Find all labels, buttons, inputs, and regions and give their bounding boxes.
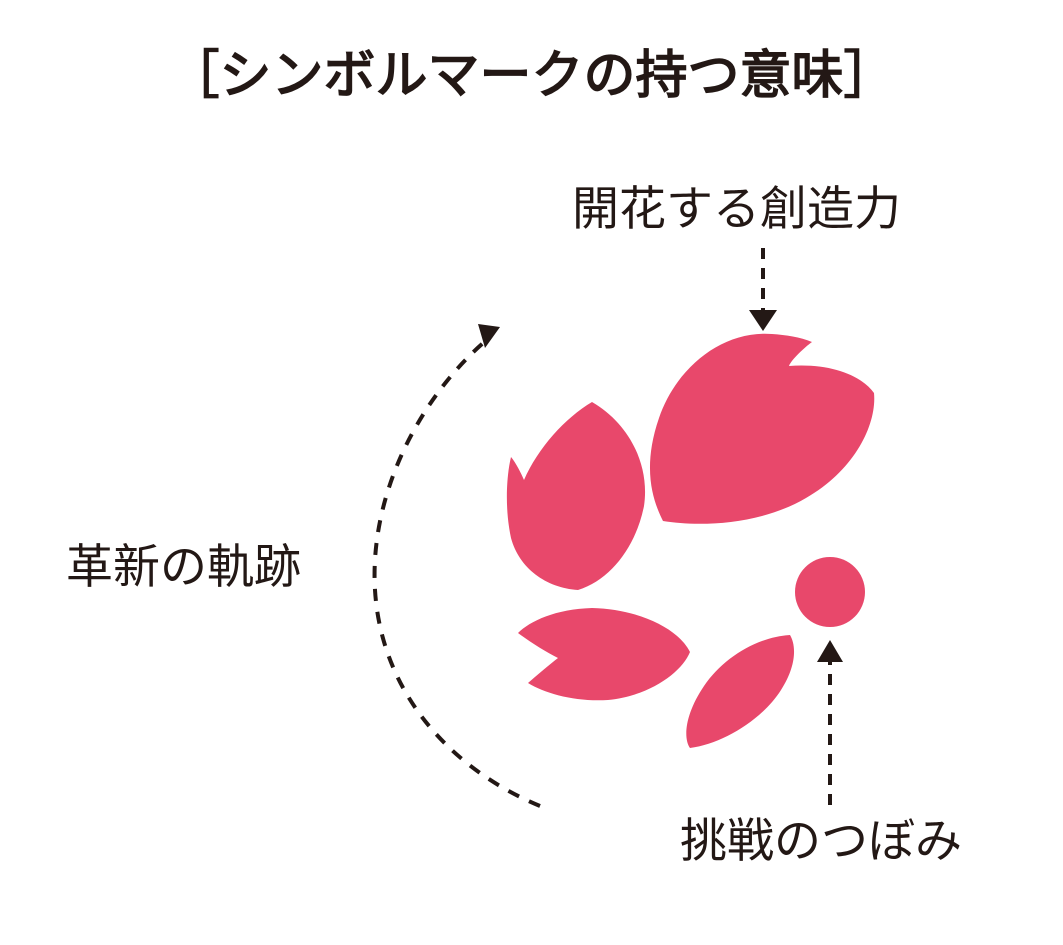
- cherry-blossom-symbol-mark: [506, 333, 875, 748]
- annotation-arrows: [372, 248, 843, 808]
- annotation-label-bloom: 開花する創造力: [572, 182, 901, 235]
- annotation-label-bud: 挑戦のつぼみ: [680, 814, 962, 867]
- bloom-dashed-arrow-down: [749, 248, 777, 331]
- petal-lower-center: [686, 635, 795, 748]
- bud-dashed-arrow-up: [817, 640, 843, 805]
- petal-lower-left: [518, 608, 690, 701]
- page-title: ［シンボルマークの持つ意味］: [167, 47, 896, 105]
- bud-arrow-head: [817, 640, 843, 662]
- trajectory-arc-dashed-line: [372, 336, 541, 808]
- bloom-arrow-head: [749, 310, 777, 331]
- petal-upper-right-large: [649, 333, 875, 524]
- trajectory-dashed-arc-arrow: [372, 324, 541, 808]
- trajectory-arrow-head: [478, 324, 500, 348]
- annotation-label-trajectory: 革新の軌跡: [66, 540, 301, 593]
- petal-upper-left: [506, 402, 646, 590]
- bud-circle: [795, 557, 865, 627]
